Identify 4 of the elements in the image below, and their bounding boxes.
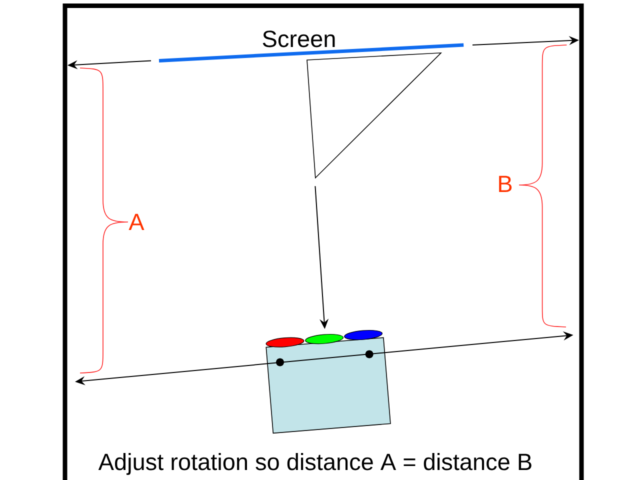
distance-label: A xyxy=(128,214,144,230)
screen-label: Screen xyxy=(262,30,335,48)
caption: Adjust rotation so distance A = distance B xyxy=(98,453,532,475)
distance-label: B xyxy=(499,176,512,192)
